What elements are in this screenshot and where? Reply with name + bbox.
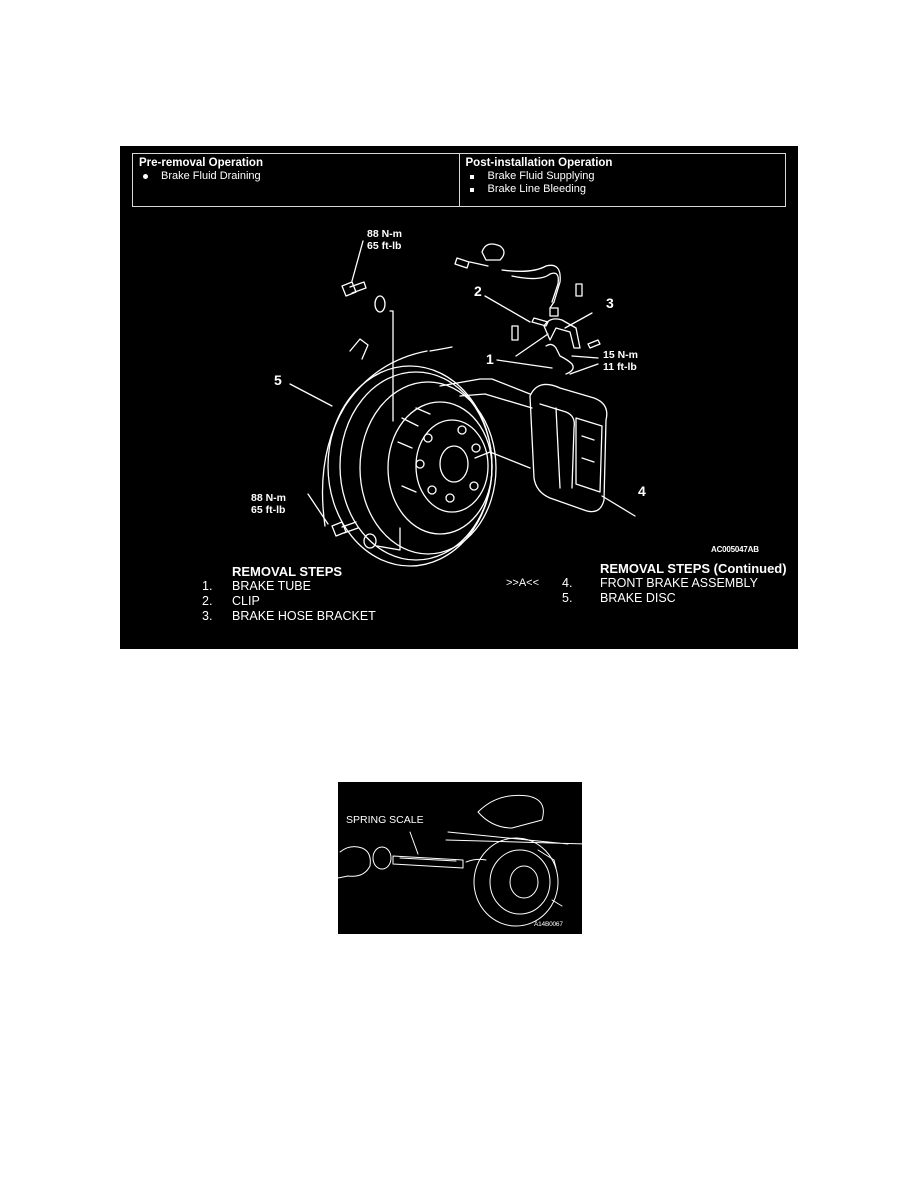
washer-icon	[363, 533, 377, 549]
post-installation-heading: Post-installation Operation	[465, 157, 613, 169]
caliper-icon	[529, 383, 608, 513]
bolt-icon	[331, 521, 359, 537]
operations-table: Pre-removal Operation Brake Fluid Draini…	[132, 153, 786, 207]
bullet-icon	[469, 175, 474, 179]
post-installation-item: Brake Line Bleeding	[466, 183, 780, 196]
bolt-icon	[587, 339, 601, 349]
pre-removal-heading: Pre-removal Operation	[139, 157, 263, 169]
figure-code: A14B0067	[534, 921, 563, 928]
exploded-view-drawing	[289, 240, 636, 567]
post-installation-column: Post-installation Operation Brake Fluid …	[458, 154, 786, 206]
spring-scale-drawing	[338, 794, 582, 927]
spring-scale-figure: SPRING SCALE A14B0067	[338, 782, 582, 934]
brake-tube-icon	[545, 343, 574, 375]
brake-drum-icon	[473, 837, 559, 927]
removal-step: 2. CLIP	[202, 594, 260, 608]
bullet-icon	[143, 174, 148, 179]
removal-step: >>A<< 4. FRONT BRAKE ASSEMBLY	[506, 576, 758, 590]
brake-hose-icon	[454, 243, 561, 317]
torque-label-tube: 15 N-m 11 ft-lb	[603, 349, 639, 373]
post-installation-item: Brake Fluid Supplying	[466, 170, 780, 183]
service-point-mark: >>A<<	[506, 577, 540, 589]
hand-icon	[338, 846, 371, 879]
bracket-icon	[543, 318, 581, 349]
figure-code: AC005047AB	[711, 545, 759, 554]
spring-scale-icon	[392, 855, 464, 869]
pre-removal-item: Brake Fluid Draining	[139, 170, 453, 183]
removal-steps: REMOVAL STEPS 1. BRAKE TUBE 2. CLIP 3. B…	[202, 564, 376, 624]
bullet-icon	[469, 188, 474, 192]
callout-5: 5	[274, 372, 282, 388]
ring-icon	[372, 846, 392, 870]
removal-step: 3. BRAKE HOSE BRACKET	[202, 609, 376, 623]
bolt-icon	[511, 325, 519, 341]
torque-label-top: 88 N-m 65 ft-lb	[367, 228, 403, 252]
bolt-icon	[575, 283, 583, 297]
washer-icon	[374, 295, 386, 313]
removal-steps-continued: REMOVAL STEPS (Continued) >>A<< 4. FRONT…	[506, 561, 787, 606]
removal-steps-title: REMOVAL STEPS	[232, 564, 343, 579]
bolt-icon	[341, 281, 367, 297]
removal-step: 1. BRAKE TUBE	[202, 579, 311, 593]
callout-4: 4	[638, 483, 646, 499]
spring-scale-label: SPRING SCALE	[346, 814, 424, 826]
clip-icon	[531, 317, 549, 327]
caliper-icon	[477, 794, 544, 829]
callout-2: 2	[474, 283, 482, 299]
brake-removal-figure: Pre-removal Operation Brake Fluid Draini…	[120, 146, 798, 649]
removal-step: 5. BRAKE DISC	[562, 591, 676, 605]
brake-disc-icon	[321, 338, 497, 567]
removal-steps-continued-title: REMOVAL STEPS (Continued)	[600, 561, 787, 576]
callout-1: 1	[486, 351, 494, 367]
torque-label-bottom: 88 N-m 65 ft-lb	[251, 492, 287, 516]
pre-removal-column: Pre-removal Operation Brake Fluid Draini…	[133, 154, 459, 206]
callout-3: 3	[606, 295, 614, 311]
